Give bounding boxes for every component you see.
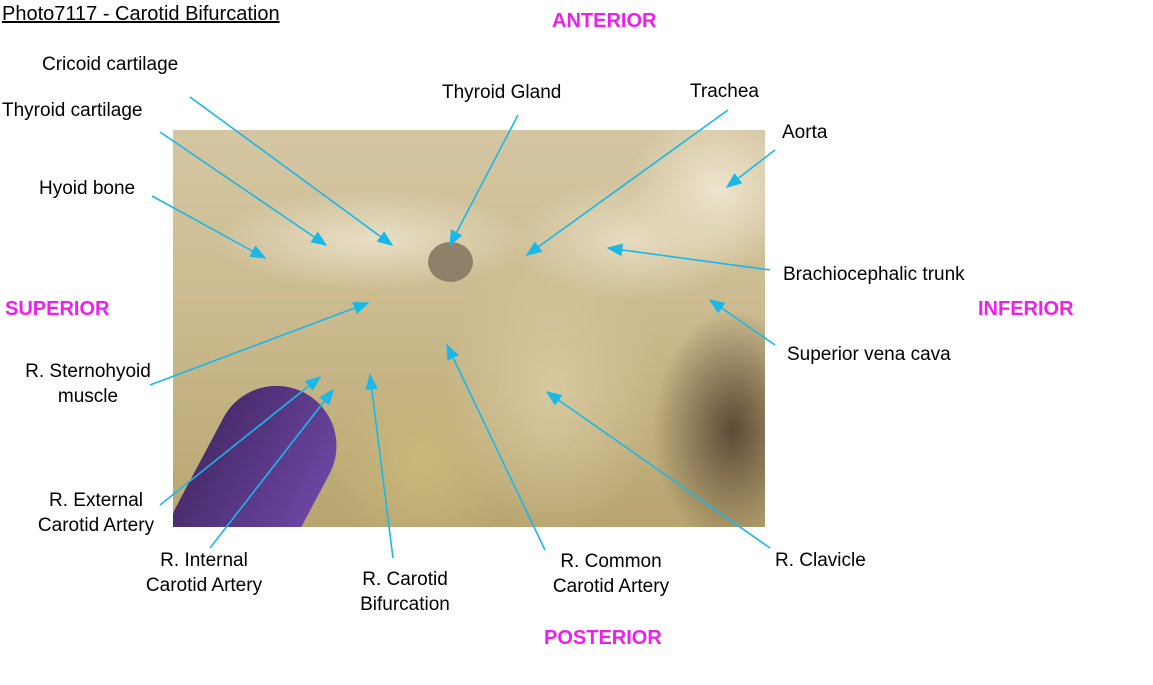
direction-posterior: POSTERIOR [544, 627, 662, 649]
label-brachiocephalic: Brachiocephalic trunk [783, 264, 965, 285]
direction-superior: SUPERIOR [5, 298, 110, 320]
leader-int-carotid [209, 388, 334, 549]
label-trachea: Trachea [690, 81, 759, 102]
figure-title: Photo7117 - Carotid Bifurcation [2, 3, 280, 25]
label-svc: Superior vena cava [787, 344, 951, 365]
label-thyroid-gland: Thyroid Gland [442, 82, 562, 103]
label-clavicle: R. Clavicle [775, 550, 866, 571]
leader-sternohyoid [149, 302, 370, 386]
direction-inferior: INFERIOR [978, 298, 1074, 320]
leader-ext-carotid [159, 376, 322, 506]
leader-aorta [725, 149, 776, 188]
label-hyoid: Hyoid bone [39, 178, 136, 199]
leader-cricoid [189, 96, 394, 246]
label-aorta: Aorta [782, 122, 828, 143]
leader-thyroid-cartilage [159, 131, 328, 246]
leader-bifurcation [365, 373, 394, 559]
leader-hyoid [151, 195, 267, 259]
label-thyroid-cartilage: Thyroid cartilage [2, 100, 143, 121]
leader-trachea [525, 109, 729, 256]
label-cricoid: Cricoid cartilage [42, 54, 179, 75]
leader-brachiocephalic [606, 243, 771, 271]
dissection-photo [173, 130, 765, 527]
leader-clavicle [545, 391, 771, 549]
leader-thyroid-gland [449, 114, 519, 247]
leader-svc [708, 299, 776, 346]
direction-anterior: ANTERIOR [552, 10, 657, 32]
thyroid-gland-region [428, 242, 473, 282]
leader-common-carotid [446, 343, 546, 551]
